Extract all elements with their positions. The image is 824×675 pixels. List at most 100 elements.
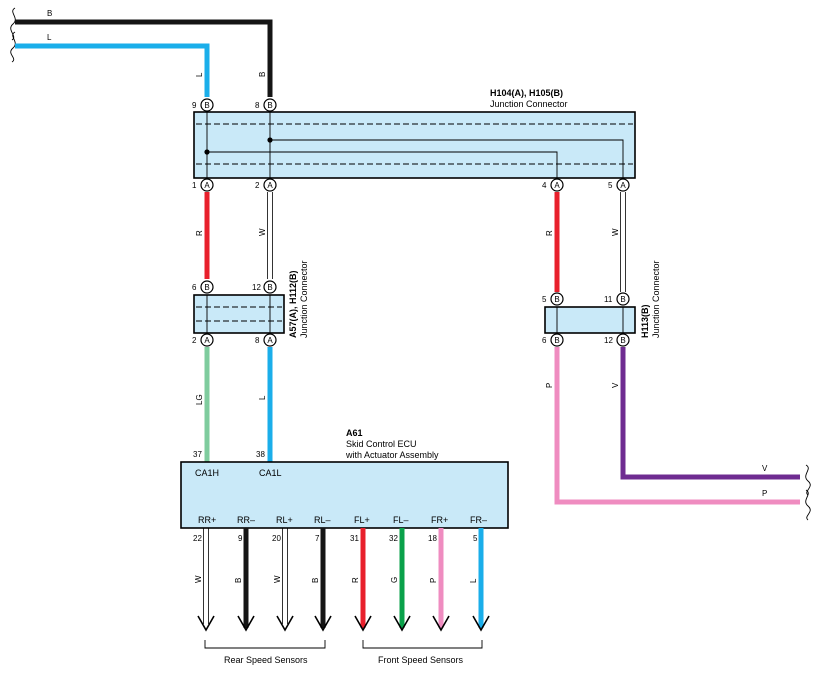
ecu-top-pin-name: CA1L bbox=[259, 468, 282, 478]
ecu-pin-name-rl-plus: RL+ bbox=[276, 515, 293, 525]
pin-number: 8 bbox=[255, 101, 260, 110]
pin-h113-12: B bbox=[616, 333, 630, 347]
junction-h113-title: H113(B) bbox=[640, 304, 650, 338]
sensor-wire-code: W bbox=[273, 575, 282, 583]
ecu-pin-name-fr-minus: FR– bbox=[470, 515, 487, 525]
sensor-wire-rl-plus: 20W bbox=[272, 528, 294, 632]
junction-h104-bus-b-to-5 bbox=[270, 139, 624, 178]
arrow-down-icon bbox=[432, 615, 450, 632]
sensor-wire-rr-plus: 22W bbox=[193, 528, 215, 632]
junction-a57-box bbox=[193, 294, 285, 334]
sensor-wire-fl-plus: 31R bbox=[350, 528, 372, 632]
ecu-pin-name-fr-plus: FR+ bbox=[431, 515, 448, 525]
wire-label-r1: R bbox=[195, 230, 204, 236]
junction-h104-title: H104(A), H105(B) bbox=[490, 88, 563, 98]
sensor-pin-number: 9 bbox=[238, 534, 243, 543]
junction-h104-splice-b bbox=[267, 137, 273, 143]
pin-h104-4: A bbox=[550, 178, 564, 192]
wire-p bbox=[554, 347, 800, 505]
sensor-wire-code: R bbox=[351, 577, 360, 583]
wire-label-lg: LG bbox=[195, 394, 204, 405]
pin-number: 4 bbox=[542, 181, 547, 190]
pin-h113-5: B bbox=[550, 292, 564, 306]
ecu-pin-name-fl-plus: FL+ bbox=[354, 515, 370, 525]
ecu-name-line1: Skid Control ECU bbox=[346, 439, 417, 449]
wire-break-symbol-l bbox=[10, 31, 16, 63]
pin-h104-9: B bbox=[200, 98, 214, 112]
ecu-name-line2: with Actuator Assembly bbox=[345, 450, 439, 460]
pin-letter: A bbox=[267, 181, 273, 190]
arrow-down-icon bbox=[472, 615, 490, 632]
pin-a57-8: A bbox=[263, 333, 277, 347]
ecu-top-pin-number: 37 bbox=[193, 450, 202, 459]
pin-letter: B bbox=[204, 101, 209, 110]
pin-letter: B bbox=[554, 295, 559, 304]
sensor-wire-code: P bbox=[429, 578, 438, 583]
wire-label-r2: R bbox=[545, 230, 554, 236]
arrow-down-icon bbox=[237, 615, 255, 632]
pin-letter: B bbox=[204, 283, 209, 292]
pin-number: 2 bbox=[192, 336, 197, 345]
arrow-down-icon bbox=[354, 615, 372, 632]
rear-sensors-label: Rear Speed Sensors bbox=[224, 655, 308, 665]
pin-h104-2: A bbox=[263, 178, 277, 192]
ecu-box bbox=[180, 461, 509, 529]
junction-h104-bus-l-to-4 bbox=[207, 151, 558, 178]
sensor-wire-code: B bbox=[234, 578, 243, 583]
sensor-pin-number: 22 bbox=[193, 534, 202, 543]
pin-letter: A bbox=[204, 181, 210, 190]
wire-l-top bbox=[15, 43, 210, 97]
rear-sensors-bracket bbox=[204, 640, 326, 649]
pin-letter: B bbox=[620, 295, 625, 304]
wire-label-v-right: V bbox=[762, 464, 768, 473]
sensor-wire-code: W bbox=[194, 575, 203, 583]
wire-label-p-right: P bbox=[762, 489, 767, 498]
sensor-pin-number: 31 bbox=[350, 534, 359, 543]
ecu-code: A61 bbox=[346, 428, 363, 438]
ecu-pin-name-rr-plus: RR+ bbox=[198, 515, 216, 525]
arrow-down-icon bbox=[314, 615, 332, 632]
wire-label-l-left: L bbox=[47, 33, 52, 42]
wire-break-symbol-p bbox=[805, 489, 811, 521]
pin-number: 5 bbox=[608, 181, 613, 190]
pin-a57-2: A bbox=[200, 333, 214, 347]
ecu-pin-name-fl-minus: FL– bbox=[393, 515, 409, 525]
wire-label-w2: W bbox=[611, 228, 620, 236]
ecu-top-pin-number: 38 bbox=[256, 450, 265, 459]
pin-number: 12 bbox=[604, 336, 613, 345]
sensor-wire-rl-minus: 7B bbox=[311, 528, 332, 632]
sensor-wire-fl-minus: 32G bbox=[389, 528, 411, 632]
wire-label-b-left: B bbox=[47, 9, 52, 18]
pin-number: 11 bbox=[604, 295, 613, 304]
sensor-wire-code: B bbox=[311, 578, 320, 583]
junction-h113-box bbox=[544, 306, 636, 334]
sensor-pin-number: 20 bbox=[272, 534, 281, 543]
wire-b-top bbox=[15, 19, 273, 97]
pin-a57-12: B bbox=[263, 280, 277, 294]
wire-break-symbol-b bbox=[10, 7, 16, 41]
pin-number: 6 bbox=[542, 336, 547, 345]
pin-number: 2 bbox=[255, 181, 260, 190]
wire-label-l: L bbox=[258, 395, 267, 400]
ecu-top-pin-name: CA1H bbox=[195, 468, 219, 478]
pin-h104-5: A bbox=[616, 178, 630, 192]
ecu-bottom-pin-names: RR+ RR– RL+ RL– FL+ FL– FR+ FR– bbox=[198, 515, 487, 525]
wire-v bbox=[620, 347, 800, 480]
pin-number: 9 bbox=[192, 101, 197, 110]
junction-a57-title: A57(A), H112(B) bbox=[288, 270, 298, 338]
pin-number: 8 bbox=[255, 336, 260, 345]
arrow-down-icon bbox=[276, 615, 294, 632]
sensor-pin-number: 5 bbox=[473, 534, 478, 543]
pin-letter: B bbox=[267, 283, 272, 292]
sensor-wire-code: L bbox=[469, 578, 478, 583]
front-sensors-label: Front Speed Sensors bbox=[378, 655, 464, 665]
sensor-pin-number: 32 bbox=[389, 534, 398, 543]
pin-h104-1: A bbox=[200, 178, 214, 192]
pin-number: 12 bbox=[252, 283, 261, 292]
wire-label-p: P bbox=[545, 383, 554, 388]
sensor-wire-rr-minus: 9B bbox=[234, 528, 255, 632]
arrow-down-icon bbox=[197, 615, 215, 632]
pin-letter: B bbox=[267, 101, 272, 110]
